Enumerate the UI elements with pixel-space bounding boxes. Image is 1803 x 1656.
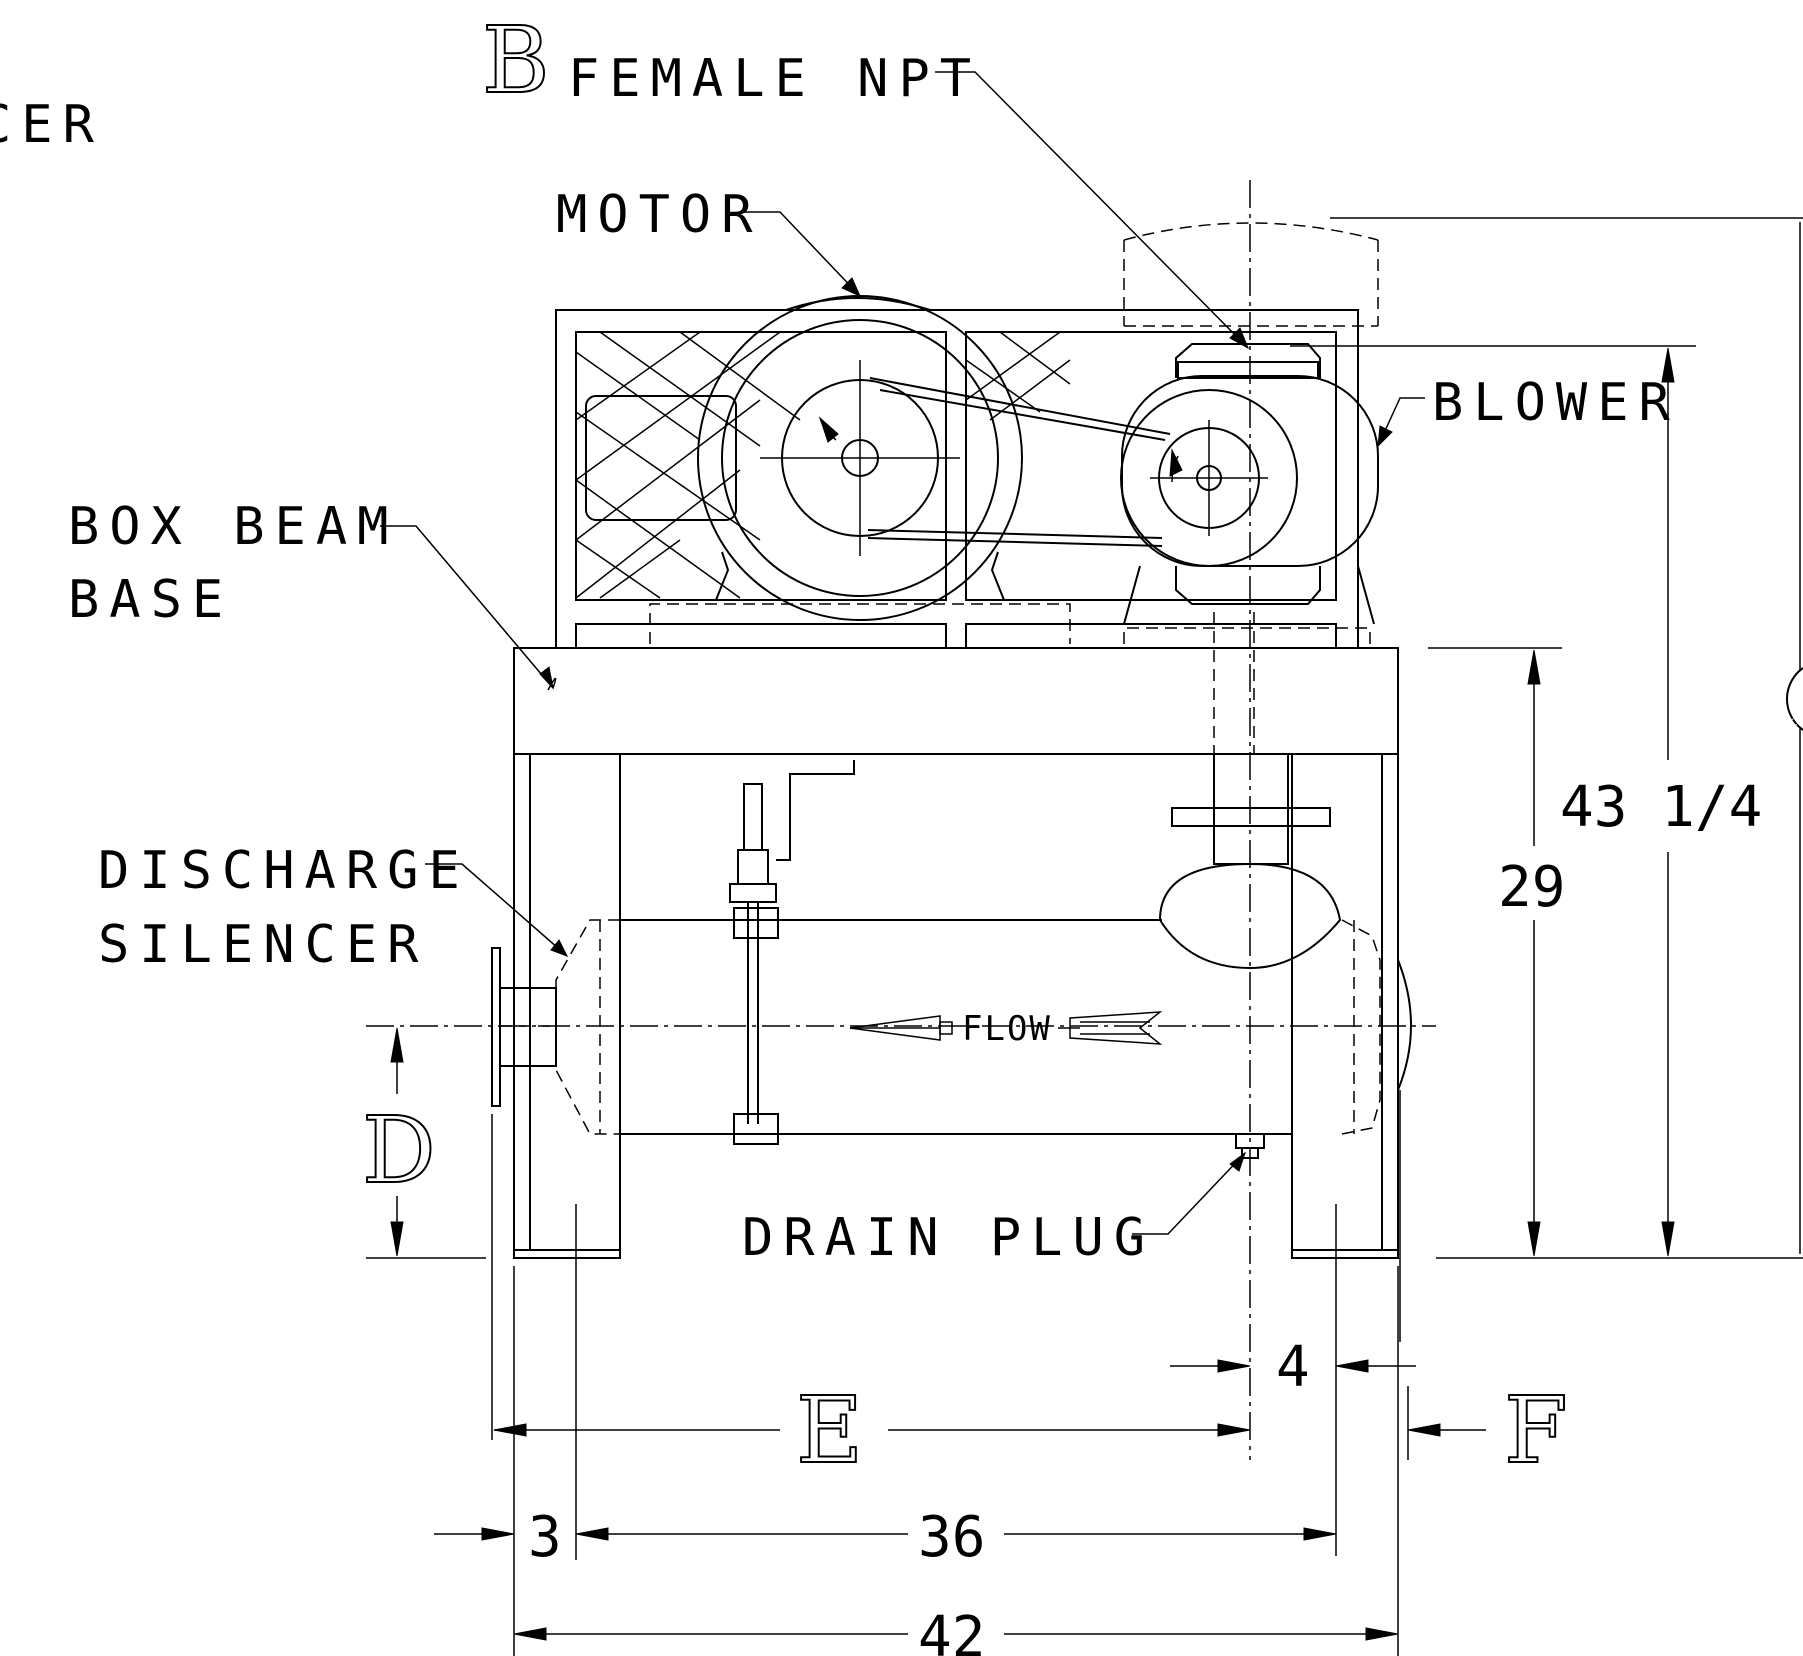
callout-b: B <box>482 7 550 114</box>
female-npt-label: FEMALE NPT <box>568 49 981 109</box>
dimension-4: 4 <box>1276 1335 1310 1400</box>
discharge-label: DISCHARGE <box>98 841 470 901</box>
drive-belt-lower <box>867 529 1163 539</box>
blower-pulley-cap <box>1123 222 1379 327</box>
dimension-29: 29 <box>1498 855 1565 920</box>
flow-arrow <box>849 1011 1163 1045</box>
callout-e: E <box>796 1377 863 1484</box>
box-beam-base <box>513 647 1399 755</box>
callout-c: C <box>1790 718 1798 729</box>
left-leg <box>513 753 621 1259</box>
belt-guard-frame <box>555 309 1359 649</box>
motor <box>697 295 1023 621</box>
base-label: BASE <box>68 570 233 630</box>
discharge-silencer <box>491 919 1412 1135</box>
female-npt-leader <box>935 71 1249 349</box>
callout-d: D <box>362 1097 436 1204</box>
silencer-label: SILENCER <box>98 915 428 975</box>
drain-plug-leader <box>1132 1152 1246 1235</box>
inlet-pipe <box>1158 612 1342 970</box>
callout-f: F <box>1504 1377 1568 1484</box>
right-leg <box>1291 753 1399 1259</box>
box-beam-leader <box>380 525 554 689</box>
motor-leader <box>742 211 861 297</box>
partial-label-top-left: CER <box>0 95 104 155</box>
box-beam-label: BOX BEAM <box>68 497 398 557</box>
dimension-3: 3 <box>528 1505 562 1570</box>
blower-label: BLOWER <box>1432 373 1680 433</box>
callout-c-glyph <box>1786 667 1803 731</box>
dimension-43-1-4: 43 1/4 <box>1560 775 1762 840</box>
drain-plug-label: DRAIN PLUG <box>742 1208 1155 1268</box>
discharge-leader <box>425 863 568 957</box>
silencer-support-rod <box>729 760 855 1145</box>
dimension-42: 42 <box>918 1605 985 1656</box>
drive-belt-upper <box>869 377 1171 435</box>
dimension-36: 36 <box>918 1505 985 1570</box>
motor-label: MOTOR <box>556 185 763 245</box>
flow-label: FLOW <box>962 1009 1052 1049</box>
